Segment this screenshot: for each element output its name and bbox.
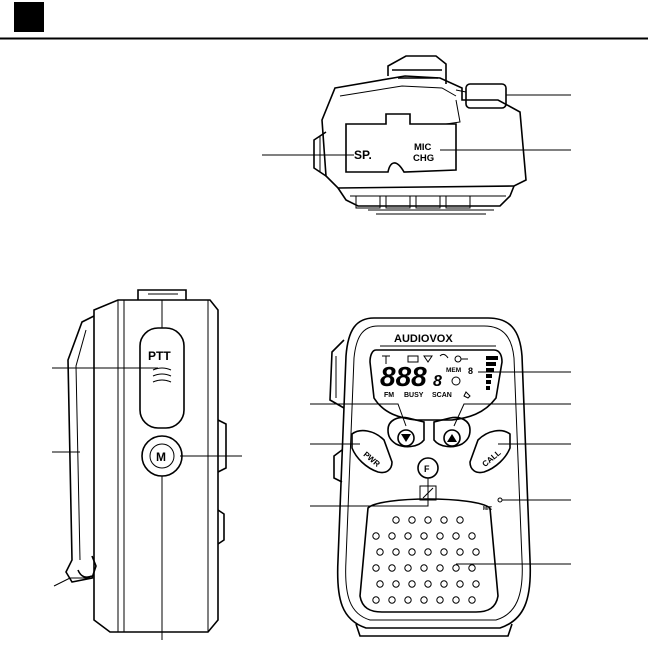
call-label: CALL [481,448,503,469]
down-triangle-icon [401,434,411,442]
call-button [469,429,511,474]
fm-label: FM [384,392,394,399]
speaker-hole [456,516,464,524]
up-triangle-icon [447,434,457,442]
ptt-label: PTT [148,349,171,363]
speaker-hole [452,532,460,540]
top-view: SP. MIC CHG [262,55,571,215]
speaker-hole [408,548,416,556]
busy-label: BUSY [404,392,424,399]
speaker-hole [436,532,444,540]
speaker-hole [424,548,432,556]
brand-label: AUDIOVOX [394,333,453,345]
mic-hole [497,497,503,503]
speaker-hole [392,516,400,524]
belt-clip [65,315,97,583]
speaker-hole [472,548,480,556]
mem-digit: 8 [468,366,473,376]
speaker-hole [420,564,428,572]
speaker-hole [408,580,416,588]
up-button [433,416,471,448]
speaker-hole [452,564,460,572]
speaker-hole [456,548,464,556]
front-body [336,317,532,629]
front-view: AUDIOVOX 888 8 MEM 8 FM BUSY SCAN [310,317,571,637]
mic-label: MIC [414,142,432,153]
speaker-hole [388,564,396,572]
f-label: F [424,464,430,474]
speaker-hole [456,580,464,588]
down-button [387,416,425,448]
mem-label: MEM [446,367,461,374]
speaker-hole [436,596,444,604]
speaker-hole [376,580,384,588]
lcd-bezel [369,349,503,421]
lcd-digits: 888 [380,361,427,392]
sp-label: SP. [354,148,372,162]
speaker-hole [404,596,412,604]
side-view: PTT M [52,289,242,640]
ptt-button [139,327,185,429]
speaker-hole [468,596,476,604]
antenna-block [465,83,507,109]
antenna-icon [382,355,390,364]
speaker-hole [408,516,416,524]
mic-hole-label: MIC [483,506,493,512]
speaker-hole [468,532,476,540]
scan-label: SCAN [432,392,452,399]
key-lock-icon [454,355,462,363]
m-label: M [156,450,166,464]
leader-f-button [310,478,429,507]
speaker-hole [468,564,476,572]
speaker-hole [436,564,444,572]
speaker-hole [376,548,384,556]
speaker-hole [372,532,380,540]
speaker-hole [388,596,396,604]
speaker-hole [452,596,460,604]
speaker-hole [372,564,380,572]
speaker-hole [424,580,432,588]
speaker-hole [420,596,428,604]
speaker-hole [440,516,448,524]
pwr-button [351,429,393,474]
speaker-hole [440,548,448,556]
battery-icon [407,355,419,363]
leader-up-button [453,403,571,427]
speaker-grille [359,498,499,613]
header-block [14,2,44,32]
leader-down-button [310,403,407,427]
speaker-hole [440,580,448,588]
speaker-hole [388,532,396,540]
speaker-hole [424,516,432,524]
speaker-hole [420,532,428,540]
pwr-label: PWR [362,450,382,469]
speaker-holes [372,516,480,604]
speaker-hole [392,548,400,556]
speaker-hole [404,532,412,540]
leader-battery-door [53,577,94,587]
jack-cover [345,113,457,173]
speaker-hole [372,596,380,604]
speaker-hole [392,580,400,588]
speaker-hole [472,580,480,588]
chg-label: CHG [413,153,434,164]
speaker-hole [404,564,412,572]
lcd-small-digit: 8 [433,373,442,390]
